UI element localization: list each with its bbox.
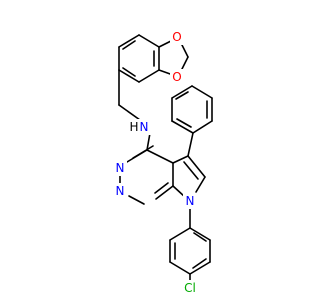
bond [122,67,136,77]
atom-label-o2: O [172,70,181,84]
bond [191,85,213,99]
bond [171,85,193,99]
bond [175,91,189,100]
bond [189,227,211,241]
amine-nitrogen-atom: N H [129,119,160,135]
atom-label-h-amine: H [129,120,138,134]
bond [171,120,194,134]
chlorine-atom: Cl [181,280,200,296]
bond [138,34,160,48]
bond [122,40,136,50]
atom-label-n3: N [116,161,125,175]
bond [155,185,174,200]
bond [180,56,189,72]
oxygen-atom-top: O [170,29,184,45]
bond [138,69,160,83]
bond [118,104,141,121]
atom-label-layer: O O N H N N N Cl [113,29,200,296]
bond [172,155,189,164]
bond [180,42,189,58]
atom-label-cl: Cl [184,281,196,295]
bond [192,120,213,134]
bond [189,261,211,275]
bond [154,182,169,194]
bond [195,176,206,193]
bond-layer [118,34,213,283]
bond [176,118,192,128]
bond [146,149,174,164]
atom-label-o1: O [172,30,181,44]
bond [187,132,194,157]
bond [118,34,140,48]
bond [128,195,145,205]
bond [146,132,151,151]
pyrimidine-nitrogen-1: N [113,183,127,199]
oxygen-atom-bottom: O [170,69,184,85]
pyrimidine-nitrogen-3: N [113,160,127,176]
pyrrole-nitrogen-7: N [183,193,197,209]
molecule-structure: O O N H N N N Cl [113,29,213,296]
atom-label-n1: N [116,184,125,198]
bond [118,69,140,83]
atom-label-n-amine: N [140,120,149,134]
bond [193,232,207,242]
bond [169,227,191,241]
atom-label-n7: N [186,194,195,208]
bond [132,145,154,159]
bond [187,155,206,178]
bond [169,261,191,275]
bond [183,161,199,180]
bond [192,258,207,269]
